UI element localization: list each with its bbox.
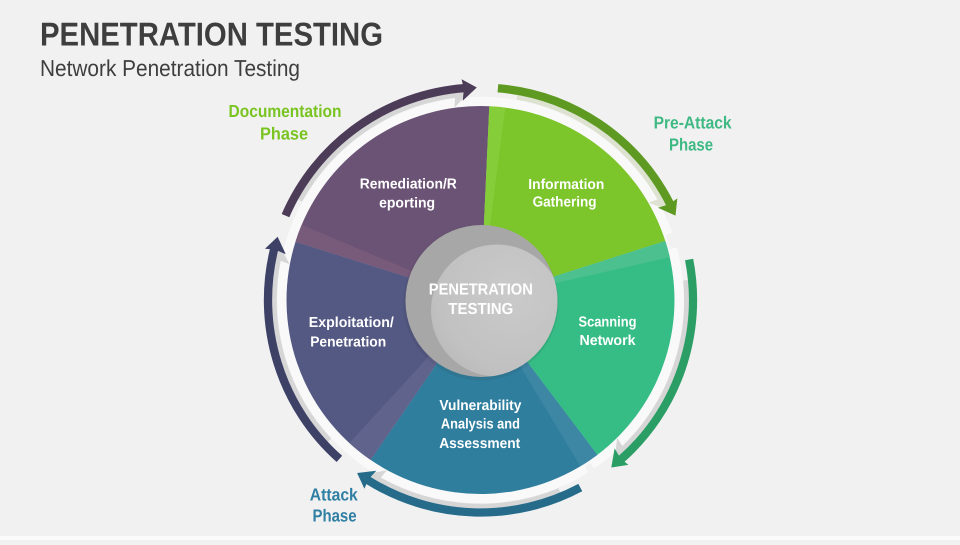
- svg-text:Network: Network: [580, 333, 637, 349]
- svg-text:Assessment: Assessment: [439, 436, 520, 452]
- svg-text:Vulnerability: Vulnerability: [439, 398, 521, 414]
- svg-text:Exploitation/: Exploitation/: [309, 315, 394, 331]
- svg-text:TESTING: TESTING: [448, 301, 513, 318]
- svg-text:PENETRATION: PENETRATION: [429, 282, 533, 299]
- svg-text:Phase: Phase: [669, 135, 713, 155]
- svg-text:Remediation/R: Remediation/R: [360, 176, 458, 192]
- svg-text:Attack: Attack: [310, 485, 358, 505]
- svg-text:PENETRATION TESTING: PENETRATION TESTING: [40, 16, 383, 53]
- svg-text:eporting: eporting: [379, 196, 435, 212]
- svg-text:Pre-Attack: Pre-Attack: [654, 113, 732, 133]
- svg-text:Phase: Phase: [313, 505, 357, 525]
- svg-text:Network Penetration Testing: Network Penetration Testing: [40, 55, 300, 81]
- svg-text:Information: Information: [528, 177, 604, 193]
- svg-text:Gathering: Gathering: [533, 195, 597, 211]
- svg-text:Penetration: Penetration: [310, 334, 386, 350]
- svg-text:Documentation: Documentation: [229, 101, 342, 121]
- svg-text:Phase: Phase: [260, 124, 308, 144]
- svg-text:Analysis and: Analysis and: [441, 417, 520, 433]
- svg-text:Scanning: Scanning: [579, 314, 637, 330]
